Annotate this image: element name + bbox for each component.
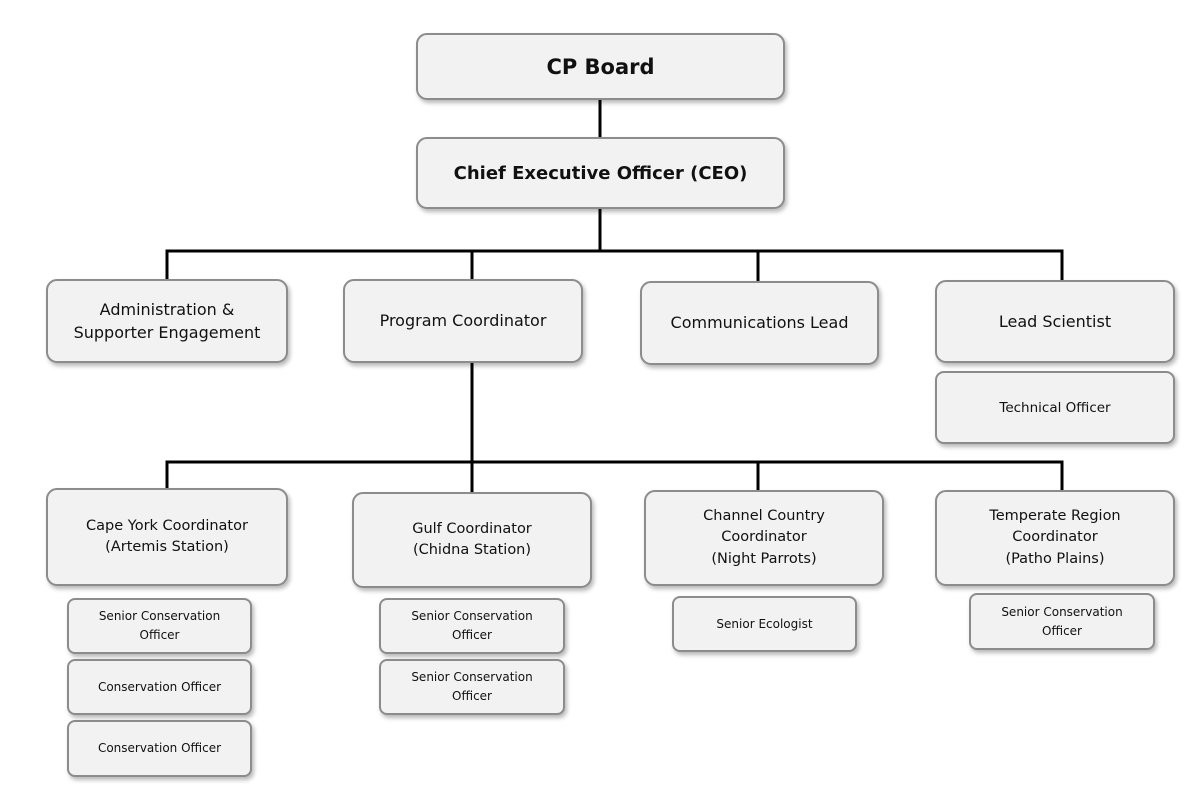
node-cape-york-conservation-officer-1: Conservation Officer	[67, 659, 252, 715]
node-channel-country-coordinator: Channel Country Coordinator (Night Parro…	[644, 490, 884, 586]
node-cape-york-coordinator: Cape York Coordinator (Artemis Station)	[46, 488, 288, 586]
node-temperate-region-coordinator: Temperate Region Coordinator (Patho Plai…	[935, 490, 1175, 586]
node-temperate-senior-conservation-officer: Senior Conservation Officer	[969, 593, 1155, 650]
node-cape-york-conservation-officer-2: Conservation Officer	[67, 720, 252, 777]
node-cape-york-senior-conservation-officer: Senior Conservation Officer	[67, 598, 252, 654]
node-channel-senior-ecologist: Senior Ecologist	[672, 596, 857, 652]
node-technical-officer: Technical Officer	[935, 371, 1175, 444]
node-gulf-coordinator: Gulf Coordinator (Chidna Station)	[352, 492, 592, 588]
node-administration-supporter-engagement: Administration & Supporter Engagement	[46, 279, 288, 363]
node-gulf-senior-conservation-officer-1: Senior Conservation Officer	[379, 598, 565, 654]
node-program-coordinator: Program Coordinator	[343, 279, 583, 363]
node-cp-board: CP Board	[416, 33, 785, 100]
node-ceo: Chief Executive Officer (CEO)	[416, 137, 785, 209]
node-lead-scientist: Lead Scientist	[935, 280, 1175, 363]
node-gulf-senior-conservation-officer-2: Senior Conservation Officer	[379, 659, 565, 715]
node-communications-lead: Communications Lead	[640, 281, 879, 365]
